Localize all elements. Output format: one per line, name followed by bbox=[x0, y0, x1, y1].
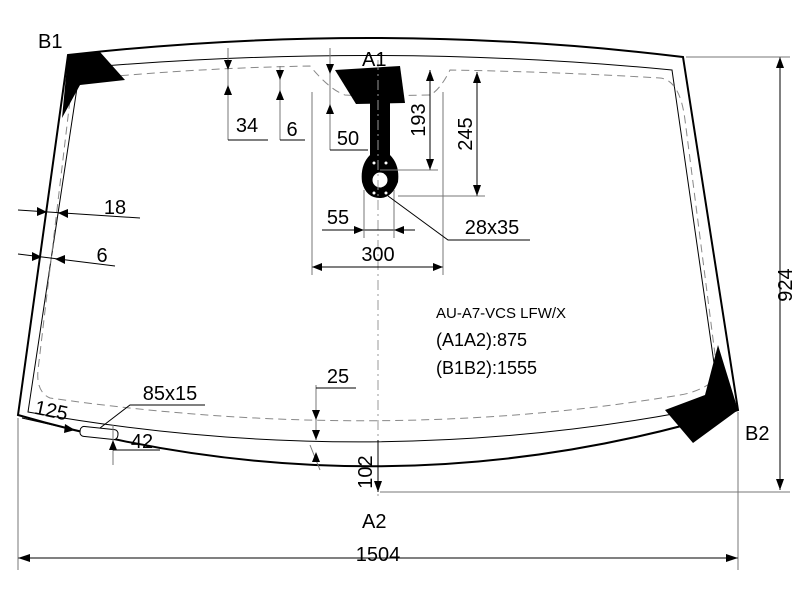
dim-6-left-text: 6 bbox=[96, 245, 107, 267]
dim-42-arrow bbox=[109, 440, 117, 450]
dim-193-text: 193 bbox=[408, 103, 430, 136]
dim-6-top-text: 6 bbox=[286, 119, 297, 141]
dim-6-top-arrow-top bbox=[276, 70, 284, 80]
mirror-mount-pin-4 bbox=[384, 191, 388, 195]
dim-28x35-leader bbox=[387, 195, 530, 241]
dim-102-arrow-bottom bbox=[374, 481, 382, 492]
dim-245-arrow-bottom bbox=[473, 185, 481, 196]
mirror-mount-stem bbox=[361, 100, 399, 198]
dim-50-text: 50 bbox=[337, 128, 359, 150]
dim-6-top-arrow-bottom bbox=[276, 90, 284, 100]
dim-42-text: 42 bbox=[131, 431, 153, 453]
corner-block-b2 bbox=[665, 345, 738, 443]
label-b2: B2 bbox=[745, 423, 769, 445]
dim-55-arrow-left bbox=[354, 226, 364, 234]
dim-1504-arrow-right bbox=[726, 554, 738, 562]
label-a2: A2 bbox=[362, 511, 386, 533]
dim-18-arrow-right bbox=[58, 209, 68, 218]
info-code: AU-A7-VCS LFW/X bbox=[436, 305, 566, 322]
slot-85x15 bbox=[79, 425, 119, 441]
label-a1: A1 bbox=[362, 49, 386, 71]
mirror-mount-pin-1 bbox=[372, 161, 376, 165]
label-b1: B1 bbox=[38, 31, 62, 53]
dim-34-arrow-top bbox=[224, 60, 232, 70]
frit-dashed-line bbox=[37, 65, 719, 422]
dim-102-text: 102 bbox=[355, 455, 377, 488]
dim-300-arrow-right bbox=[433, 263, 443, 271]
dim-18-text: 18 bbox=[104, 197, 126, 219]
corner-block-b1 bbox=[62, 52, 125, 118]
dim-6-left-arrow-left bbox=[32, 252, 42, 261]
dim-1504-text: 1504 bbox=[356, 544, 401, 566]
mirror-mount-hole bbox=[371, 171, 389, 189]
dim-924-arrow-top bbox=[776, 57, 784, 68]
dim-245-arrow-top bbox=[473, 72, 481, 83]
dim-102-arrow-top bbox=[312, 452, 320, 462]
dim-25-arrow-top bbox=[312, 410, 320, 420]
dim-55-text: 55 bbox=[327, 207, 349, 229]
mirror-mount-pin-2 bbox=[384, 161, 388, 165]
dim-34-text: 34 bbox=[236, 115, 258, 137]
dim-85x15-text: 85x15 bbox=[143, 383, 198, 405]
info-a1a2: (A1A2):875 bbox=[436, 330, 527, 350]
dim-300-arrow-left bbox=[312, 263, 322, 271]
dim-6-left-arrow-right bbox=[55, 255, 65, 264]
mirror-mount-pin-3 bbox=[372, 191, 376, 195]
dim-55-arrow-right bbox=[394, 226, 404, 234]
dim-34-arrow-bottom bbox=[224, 85, 232, 95]
dim-245-text: 245 bbox=[455, 117, 477, 150]
dim-193-arrow-bottom bbox=[426, 159, 434, 170]
top-center-band bbox=[335, 66, 405, 104]
dim-300-text: 300 bbox=[361, 244, 394, 266]
dim-28x35-text: 28x35 bbox=[465, 217, 520, 239]
dim-25-text: 25 bbox=[327, 366, 349, 388]
dim-193-arrow-top bbox=[426, 70, 434, 81]
dim-125-arrow bbox=[64, 424, 75, 433]
dim-924-arrow-bottom bbox=[776, 479, 784, 490]
dim-50-arrow-top bbox=[326, 64, 334, 74]
dim-18-arrow-left bbox=[37, 207, 47, 216]
dim-50-arrow-bottom bbox=[326, 104, 334, 114]
dim-25-arrow-bottom bbox=[312, 430, 320, 440]
info-b1b2: (B1B2):1555 bbox=[436, 358, 537, 378]
dim-85x15-leader bbox=[99, 404, 205, 429]
dim-1504-arrow-left bbox=[18, 554, 30, 562]
dim-924-text: 924 bbox=[775, 268, 797, 301]
